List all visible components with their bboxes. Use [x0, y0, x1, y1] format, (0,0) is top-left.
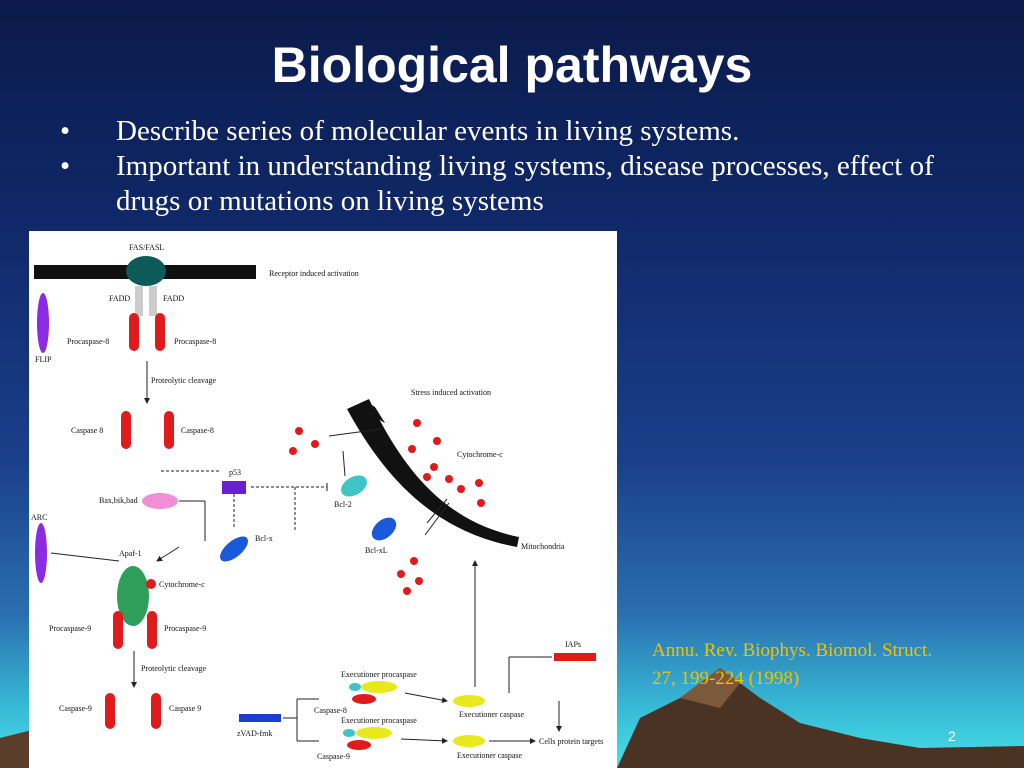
p53-label: p53 — [229, 468, 241, 477]
cytochrome-c-mid-label: Cytochrome-c — [159, 580, 205, 589]
proteolytic-cleavage-2-label: Proteolytic cleavage — [141, 664, 207, 673]
caspase9-right-label: Caspase 9 — [169, 704, 201, 713]
citation-line-1: Annu. Rev. Biophys. Biomol. Struct. — [652, 640, 933, 661]
caspase9-left-shape — [105, 693, 115, 729]
caspase9-bottom-label: Caspase-9 — [317, 752, 350, 761]
caspase8-bottom-label: Caspase-8 — [314, 706, 347, 715]
procaspase9-right-shape — [147, 611, 157, 649]
caspase8-right-label: Caspase-8 — [181, 426, 214, 435]
caspase8-left-shape — [121, 411, 131, 449]
bclx-label: Bcl-x — [255, 534, 273, 543]
fadd-left-label: FADD — [109, 294, 130, 303]
bcl2-shape — [341, 475, 367, 497]
bclx-shape — [219, 536, 249, 562]
procaspase8-left-shape — [129, 313, 139, 351]
mitochondria-shape — [347, 399, 519, 547]
procaspase9-left-shape — [113, 611, 123, 649]
stress-activation-label: Stress induced activation — [411, 388, 491, 397]
citation-line-2: 27, 199-224 (1998) — [652, 668, 800, 689]
procaspase9-left-label: Procaspase-9 — [49, 624, 91, 633]
iaps-label: IAPs — [565, 640, 581, 649]
bullet-item: • Important in understanding living syst… — [56, 149, 976, 219]
fadd-left-shape — [135, 286, 143, 316]
executioner-caspase-1-label: Executioner caspase — [459, 710, 525, 719]
procaspase8-right-shape — [155, 313, 165, 351]
pathway-diagram: FAS/FASL Receptor induced activation FAD… — [31, 243, 603, 761]
p53-shape — [222, 481, 246, 494]
caspase9-left-label: Caspase-9 — [59, 704, 92, 713]
bullet-marker: • — [60, 150, 71, 182]
bclxl-shape — [371, 517, 397, 541]
arc-label: ARC — [31, 513, 47, 522]
caspase8-left-label: Caspase 8 — [71, 426, 103, 435]
executioner-procaspase-2-label: Executioner procaspase — [341, 716, 417, 725]
procaspase8-left-label: Procaspase-8 — [67, 337, 109, 346]
executioner-procaspase-1-label: Executioner procaspase — [341, 670, 417, 679]
fadd-right-shape — [149, 286, 157, 316]
bullet-text: Important in understanding living system… — [116, 150, 934, 217]
executioner-caspase-1-shape — [453, 695, 485, 707]
cytochrome-c-top-label: Cytochrome-c — [457, 450, 503, 459]
bax-label: Bax,bik,bad — [99, 496, 138, 505]
caspase9-right-shape — [151, 693, 161, 729]
flip-label: FLIP — [35, 355, 52, 364]
apaf1-label: Apaf-1 — [119, 549, 142, 558]
slide-title: Biological pathways — [271, 37, 753, 93]
flip-shape — [37, 293, 49, 353]
apaf1-shape — [117, 566, 149, 626]
procaspase9-right-label: Procaspase-9 — [164, 624, 206, 633]
bax-shape — [142, 493, 178, 509]
procaspase8-right-label: Procaspase-8 — [174, 337, 216, 346]
bcl2-label: Bcl-2 — [334, 500, 352, 509]
apoptosis-pathway-figure: FAS/FASL Receptor induced activation FAD… — [29, 231, 617, 768]
bullet-marker: • — [60, 115, 71, 147]
zvad-label: zVAD-fmk — [237, 729, 272, 738]
bullet-list: • Describe series of molecular events in… — [56, 114, 976, 219]
citation: Annu. Rev. Biophys. Biomol. Struct. 27, … — [652, 637, 1012, 693]
zvad-shape — [239, 714, 281, 722]
receptor-activation-label: Receptor induced activation — [269, 269, 359, 278]
fadd-right-label: FADD — [163, 294, 184, 303]
iaps-shape — [554, 653, 596, 661]
mitochondria-label: Mitochondria — [521, 542, 565, 551]
bclxl-label: Bcl-xL — [365, 546, 388, 555]
bullet-item: • Describe series of molecular events in… — [56, 114, 976, 149]
caspase8-right-shape — [164, 411, 174, 449]
arc-shape — [35, 523, 47, 583]
receptor-shape — [126, 256, 166, 286]
fas-fasl-label: FAS/FASL — [129, 243, 164, 252]
executioner-caspase-2-label: Executioner caspase — [457, 751, 523, 760]
proteolytic-cleavage-1-label: Proteolytic cleavage — [151, 376, 217, 385]
cell-targets-label: Cells protein targets — [539, 737, 603, 746]
cytochrome-dots — [289, 419, 485, 595]
bullet-text: Describe series of molecular events in l… — [116, 115, 740, 147]
executioner-caspase-2-shape — [453, 735, 485, 747]
page-number: 2 — [948, 728, 956, 744]
